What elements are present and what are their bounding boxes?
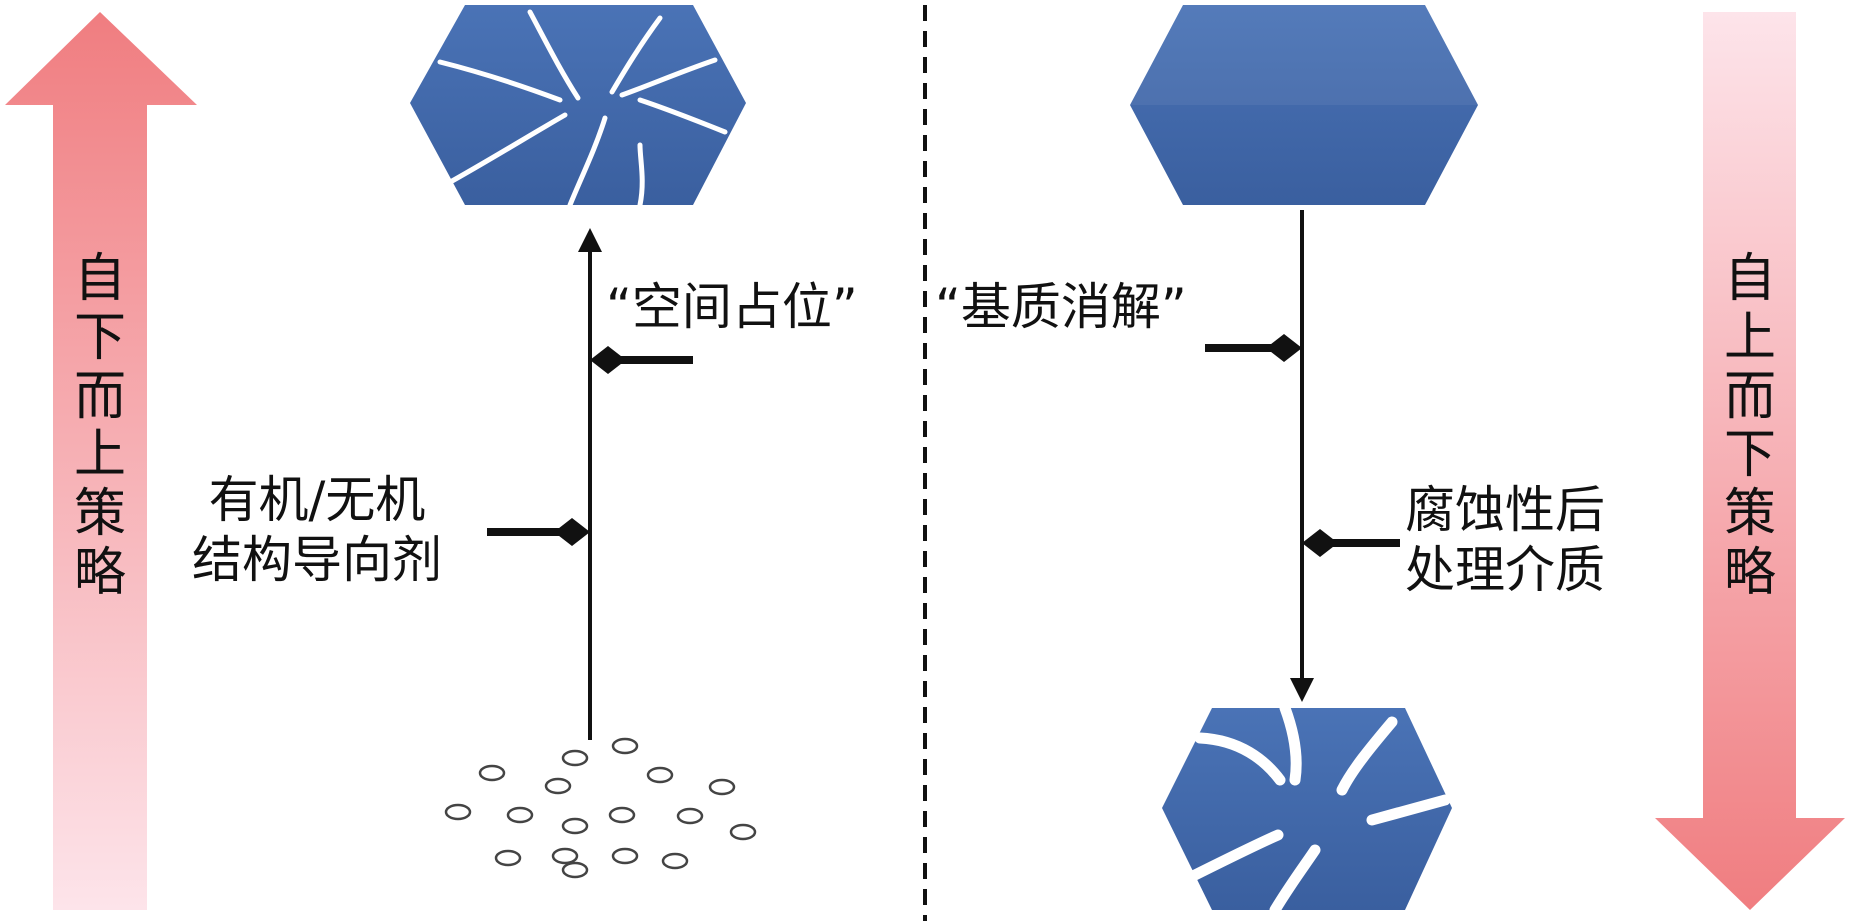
corrosive-medium-label: 腐蚀性后 处理介质	[1405, 480, 1665, 600]
bottom-up-arrow	[5, 12, 197, 910]
hierarchical-crystal-left	[410, 5, 746, 208]
precursor-particles	[444, 737, 757, 879]
medium-connector-diamond	[1302, 529, 1338, 557]
bottom-up-strategy-label: 自下而上策略	[73, 249, 126, 603]
agent-label-line2: 结构导向剂	[192, 531, 442, 589]
matrix-dissolve-connector-diamond	[1266, 334, 1302, 362]
matrix-dissolve-label: “基质消解”	[935, 278, 1187, 336]
agent-connector-diamond	[554, 518, 590, 546]
solid-crystal-right	[1130, 5, 1478, 205]
top-down-strategy-label: 自上而下策略	[1723, 249, 1776, 603]
medium-label-line2: 处理介质	[1405, 541, 1605, 599]
agent-label-line1: 有机/无机	[208, 471, 426, 529]
space-occupy-label: “空间占位”	[606, 278, 858, 336]
space-occupy-connector-diamond	[590, 346, 626, 374]
top-down-arrow	[1655, 12, 1845, 910]
medium-label-line1: 腐蚀性后	[1405, 481, 1605, 539]
hierarchical-crystal-right	[1162, 702, 1452, 916]
structure-directing-agent-label: 有机/无机 结构导向剂	[172, 470, 462, 590]
